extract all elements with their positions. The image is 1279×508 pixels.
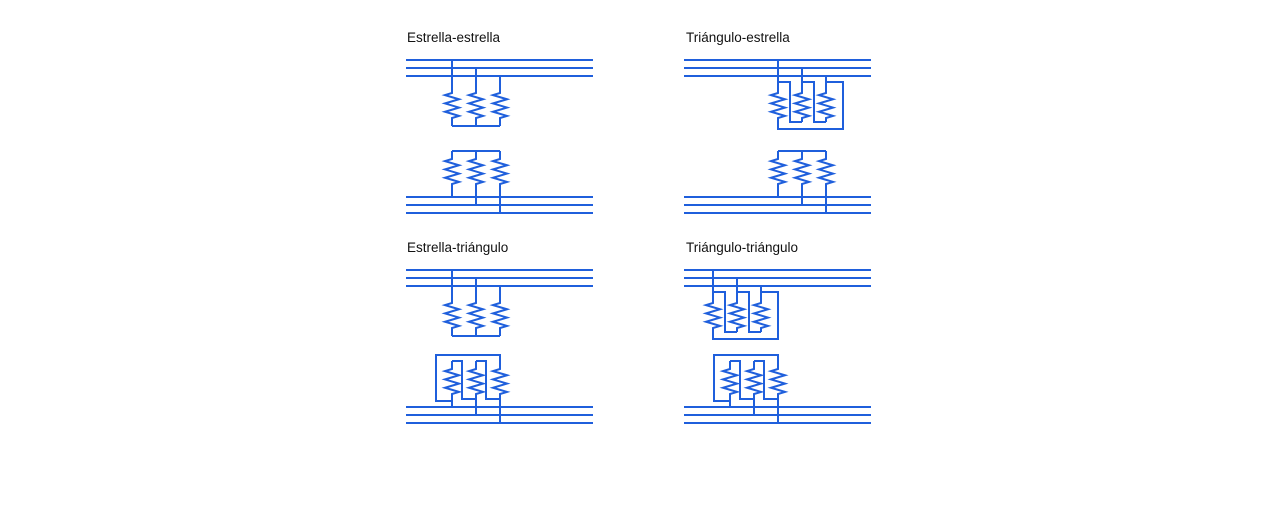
diagram-panel-1 bbox=[406, 59, 593, 214]
delta-link bbox=[713, 354, 779, 402]
resistor-winding bbox=[489, 286, 511, 336]
resistor-winding bbox=[441, 270, 463, 336]
resistor-winding bbox=[750, 286, 772, 332]
delta-link bbox=[713, 291, 737, 333]
resistor-winding bbox=[702, 270, 724, 332]
resistor-winding bbox=[815, 76, 837, 122]
resistor-winding bbox=[441, 361, 463, 407]
delta-link bbox=[452, 360, 476, 400]
delta-link bbox=[712, 291, 779, 340]
resistor-winding bbox=[743, 361, 765, 415]
panel-title-triangulo-triangulo: Triángulo-triángulo bbox=[686, 240, 799, 255]
resistor-winding bbox=[767, 361, 789, 423]
resistor-winding bbox=[767, 60, 789, 122]
delta-link bbox=[737, 291, 761, 333]
diagram-panel-3 bbox=[406, 269, 593, 424]
resistor-winding bbox=[465, 278, 487, 336]
panel-title-estrella-triangulo: Estrella-triángulo bbox=[407, 240, 509, 255]
resistor-winding bbox=[489, 361, 511, 423]
delta-link bbox=[476, 360, 500, 400]
delta-link bbox=[754, 360, 778, 400]
resistor-winding bbox=[791, 151, 813, 205]
resistor-winding bbox=[791, 68, 813, 122]
resistor-winding bbox=[719, 361, 741, 407]
resistor-winding bbox=[465, 68, 487, 126]
resistor-winding bbox=[489, 76, 511, 126]
diagram-panel-2 bbox=[684, 59, 871, 214]
resistor-winding bbox=[441, 151, 463, 197]
delta-link bbox=[777, 81, 844, 130]
resistor-winding bbox=[441, 60, 463, 126]
panel-title-estrella-estrella: Estrella-estrella bbox=[407, 30, 501, 45]
diagram-panel-4 bbox=[684, 269, 871, 424]
delta-link bbox=[802, 81, 826, 123]
delta-link bbox=[778, 81, 802, 123]
delta-link bbox=[435, 354, 501, 402]
resistor-winding bbox=[465, 361, 487, 415]
resistor-winding bbox=[465, 151, 487, 205]
resistor-winding bbox=[726, 278, 748, 332]
panel-title-triangulo-estrella: Triángulo-estrella bbox=[686, 30, 790, 45]
resistor-winding bbox=[489, 151, 511, 213]
delta-link bbox=[730, 360, 754, 400]
resistor-winding bbox=[767, 151, 789, 197]
resistor-winding bbox=[815, 151, 837, 213]
